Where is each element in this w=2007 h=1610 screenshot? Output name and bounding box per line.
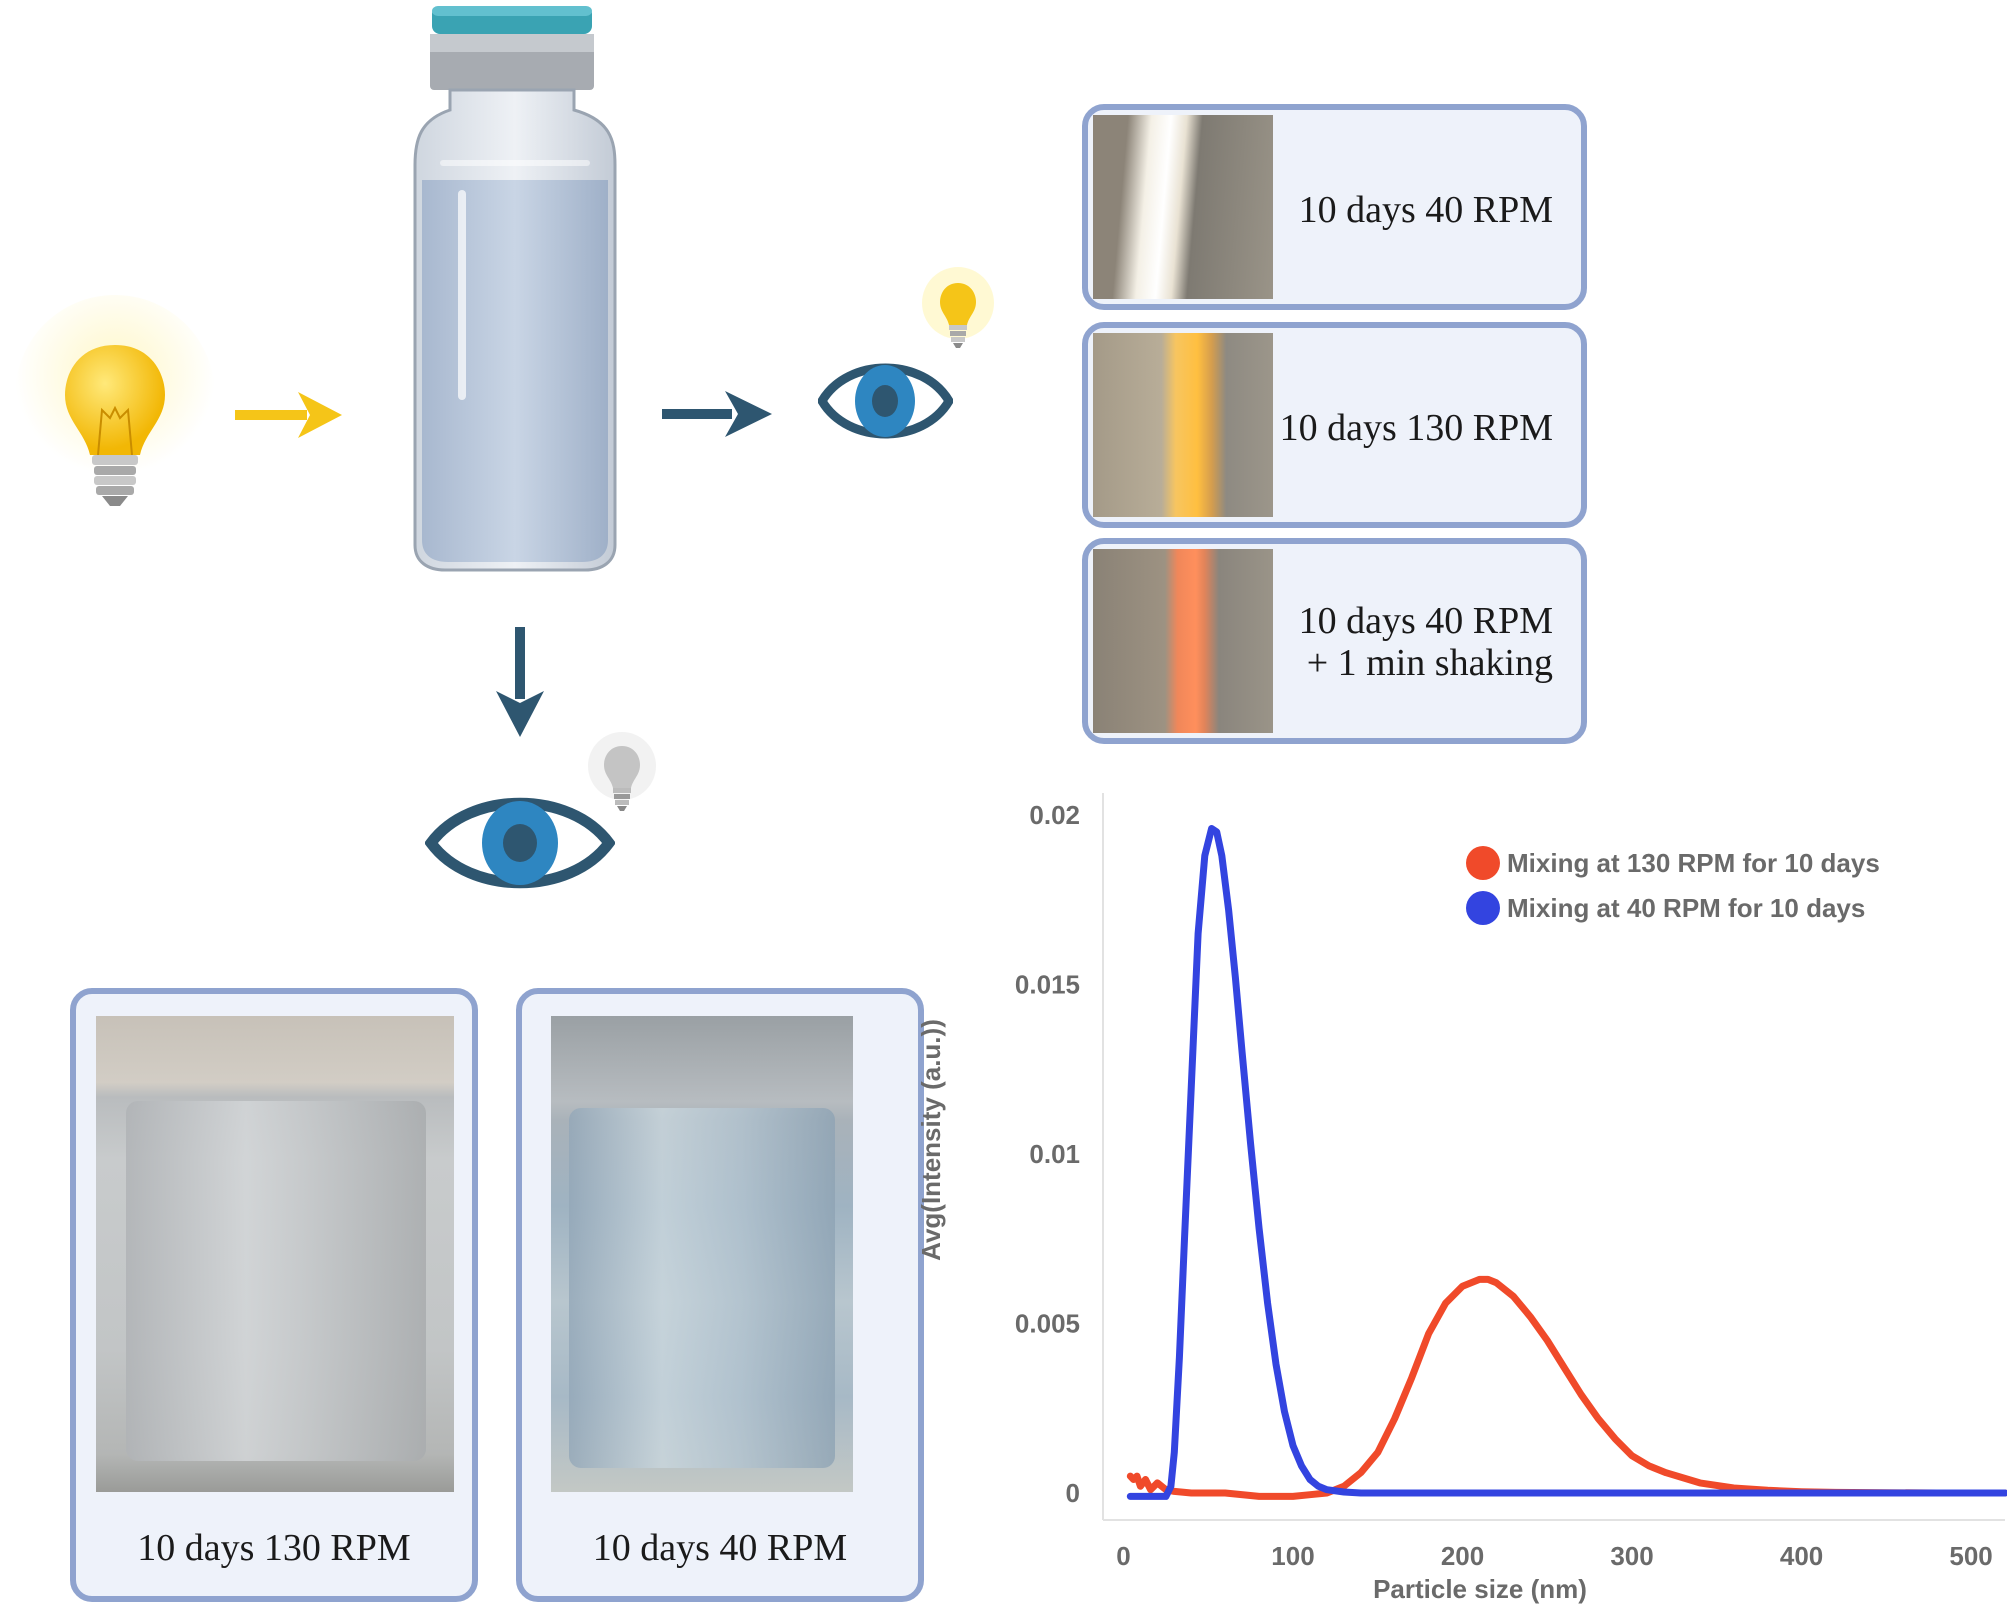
photo-40rpm-shaking-light xyxy=(1093,549,1273,733)
eye-icon xyxy=(818,363,953,439)
x-tick-label: 500 xyxy=(1949,1541,1992,1571)
photo-130rpm-vial xyxy=(96,1016,454,1492)
chart-series xyxy=(1126,825,2007,1500)
y-tick-label: 0.005 xyxy=(1015,1309,1080,1339)
lightbulb-on-icon xyxy=(922,267,994,348)
lightbulb-on-icon xyxy=(15,295,215,506)
dls-chart: 0 100 200 300 400 500 0 0.005 0.01 0.015 0.02 Mixi… xyxy=(916,793,2007,1604)
top-panel-label: 10 days 130 RPM xyxy=(1279,407,1553,449)
arrow-down-icon xyxy=(496,627,544,737)
chart-axes: 0 100 200 300 400 500 0 0.005 0.01 0.015 0.02 xyxy=(1015,793,2005,1571)
legend-marker xyxy=(1466,846,1500,880)
x-axis-label: Particle size (nm) xyxy=(1373,1574,1587,1604)
bottom-panel-130rpm: 10 days 130 RPM xyxy=(70,988,478,1602)
series-line-130rpm xyxy=(1126,1275,2007,1500)
bottom-panel-label: 10 days 40 RPM xyxy=(592,1527,848,1569)
x-tick-label: 100 xyxy=(1271,1541,1314,1571)
legend-label: Mixing at 40 RPM for 10 days xyxy=(1507,893,1865,923)
top-panel-label: 10 days 40 RPM xyxy=(1298,600,1553,642)
photo-40rpm-vial xyxy=(551,1016,853,1492)
bottom-panel-label: 10 days 130 RPM xyxy=(137,1527,411,1569)
y-tick-label: 0 xyxy=(1066,1478,1080,1508)
bottom-panel-40rpm: 10 days 40 RPM xyxy=(516,988,924,1602)
y-tick-label: 0.01 xyxy=(1029,1139,1080,1169)
eye-icon xyxy=(425,797,615,889)
x-tick-label: 0 xyxy=(1116,1541,1130,1571)
photo-40rpm-light xyxy=(1093,115,1273,299)
top-panel-label: 10 days 40 RPM xyxy=(1298,189,1553,231)
x-tick-label: 400 xyxy=(1780,1541,1823,1571)
top-panel-130rpm: 10 days 130 RPM xyxy=(1082,322,1587,528)
series-line-40rpm xyxy=(1126,825,2007,1500)
photo-130rpm-light xyxy=(1093,333,1273,517)
legend-label: Mixing at 130 RPM for 10 days xyxy=(1507,848,1880,878)
top-panel-40rpm: 10 days 40 RPM xyxy=(1082,104,1587,310)
top-panel-label-2: + 1 min shaking xyxy=(1306,642,1553,684)
x-tick-label: 200 xyxy=(1441,1541,1484,1571)
vial-icon xyxy=(413,6,617,572)
legend-marker xyxy=(1466,891,1500,925)
lightbulb-off-icon xyxy=(588,732,656,811)
y-axis-label: Avg(Intensity (a.u.)) xyxy=(916,1019,946,1261)
arrow-right-icon xyxy=(662,391,772,437)
arrow-right-icon xyxy=(235,392,342,438)
top-panel-40rpm-shaking: 10 days 40 RPM + 1 min shaking xyxy=(1082,538,1587,744)
y-tick-label: 0.02 xyxy=(1029,800,1080,830)
x-tick-label: 300 xyxy=(1610,1541,1653,1571)
y-tick-label: 0.015 xyxy=(1015,969,1080,999)
